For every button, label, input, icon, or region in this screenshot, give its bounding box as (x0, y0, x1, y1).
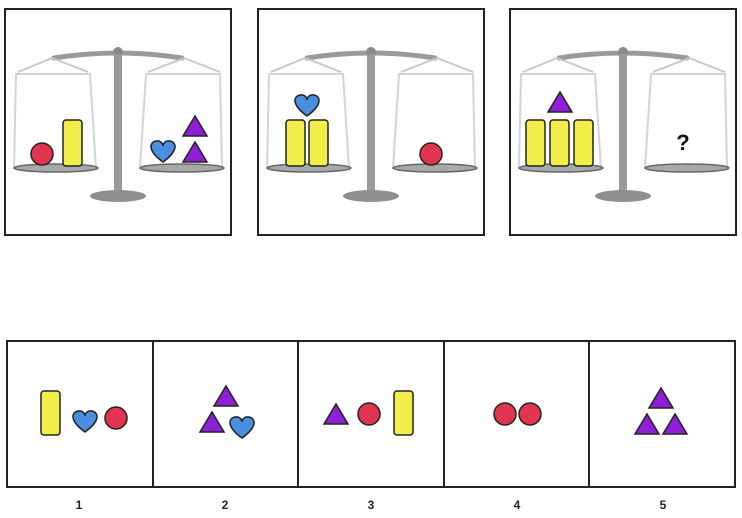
left-pan (14, 164, 98, 172)
scale-pillar (619, 54, 627, 194)
scale-drawing-1 (6, 10, 230, 234)
option-5-shapes (590, 342, 734, 486)
scale-panel-2 (257, 8, 485, 236)
scale-base (90, 190, 146, 202)
scale-pillar (367, 54, 375, 194)
option-4-label: 4 (444, 498, 590, 512)
option-4-shapes (445, 342, 589, 486)
option-5-label: 5 (590, 498, 736, 512)
option-4[interactable] (445, 342, 591, 486)
circle-shape (105, 407, 127, 429)
triangle-shape (649, 388, 673, 408)
bar-shape (63, 120, 82, 166)
triangle-shape (200, 412, 224, 432)
bar-shape (309, 120, 328, 166)
circle-shape (420, 143, 442, 165)
scale-drawing-2 (259, 10, 483, 234)
answer-options (6, 340, 736, 488)
option-5[interactable] (590, 342, 734, 486)
scale-base (343, 190, 399, 202)
triangle-shape (183, 142, 207, 162)
bar-shape (286, 120, 305, 166)
scale-panel-3: ? (509, 8, 737, 236)
scale-base (595, 190, 651, 202)
option-3-shapes (299, 342, 443, 486)
circle-shape (358, 403, 380, 425)
bar-shape (574, 120, 593, 166)
heart-shape (295, 95, 319, 116)
triangle-shape (635, 414, 659, 434)
right-pan (393, 164, 477, 172)
bar-shape (394, 391, 413, 435)
circle-shape (519, 403, 541, 425)
bar-shape (526, 120, 545, 166)
option-3-label: 3 (298, 498, 444, 512)
heart-shape (73, 411, 97, 432)
scale-panel-1 (4, 8, 232, 236)
heart-shape (230, 417, 254, 438)
triangle-shape (663, 414, 687, 434)
triangle-shape (183, 116, 207, 136)
circle-shape (31, 143, 53, 165)
triangle-shape (214, 386, 238, 406)
option-1-shapes (8, 342, 152, 486)
option-2[interactable] (154, 342, 300, 486)
bar-shape (41, 391, 60, 435)
option-1-label: 1 (6, 498, 152, 512)
right-pan (140, 164, 224, 172)
right-pan (645, 164, 729, 172)
option-2-label: 2 (152, 498, 298, 512)
bar-shape (550, 120, 569, 166)
option-2-shapes (154, 342, 298, 486)
option-1[interactable] (8, 342, 154, 486)
scale-pillar (114, 54, 122, 194)
triangle-shape (548, 92, 572, 112)
option-3[interactable] (299, 342, 445, 486)
scale-drawing-3: ? (511, 10, 735, 234)
heart-shape (151, 141, 175, 162)
triangle-shape (324, 404, 348, 424)
circle-shape (494, 403, 516, 425)
question-mark: ? (676, 130, 689, 155)
